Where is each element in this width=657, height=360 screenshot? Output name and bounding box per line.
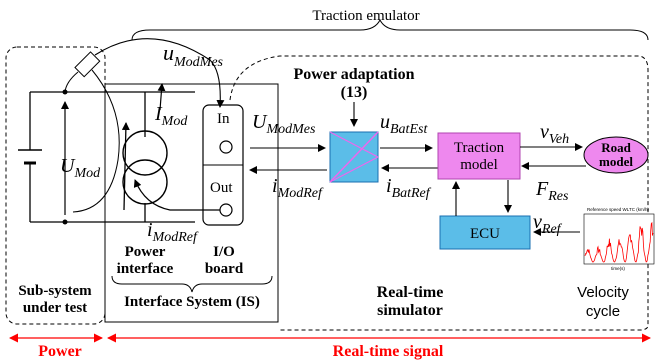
emulator-brace <box>131 18 649 41</box>
subsystem-label-1: Sub-system <box>18 283 92 299</box>
signal-domain-label: Real-time signal <box>333 343 444 360</box>
i-bat-ref-label: iBatRef <box>386 175 432 201</box>
voltage-probe <box>74 51 101 78</box>
real-time-simulator-label-1: Real-time <box>377 284 444 301</box>
ecu-block <box>439 215 531 250</box>
subsystem-label-2: under test <box>23 300 87 316</box>
io-board-label-1: I/O <box>213 244 235 260</box>
road-model-block <box>583 136 649 174</box>
velocity-trace <box>584 221 654 263</box>
output-control-wire <box>133 179 220 211</box>
current-source-lower <box>122 159 168 205</box>
interface-system-label: Interface System (IS) <box>124 294 260 310</box>
is-brace <box>111 275 273 293</box>
i-mod-ref-coil-label: iModRef <box>147 219 199 245</box>
i-mod-arrow <box>157 83 166 111</box>
probe-lead-left <box>64 71 79 93</box>
source-variable-arrow <box>121 122 130 211</box>
v-ref-label: vRef <box>533 211 563 237</box>
U-mod-label: UMod <box>60 155 101 181</box>
io-out-label: Out <box>210 180 233 196</box>
road-model-label-2: model <box>599 154 633 169</box>
probe-cable <box>94 38 225 108</box>
traction-model-block <box>437 132 521 180</box>
power-interface-label-1: Power <box>125 244 166 260</box>
u-bat-est-label: uBatEst <box>380 111 428 137</box>
thumbnail-title: Reference speed WLTC (km/h) <box>587 207 649 212</box>
velocity-cycle-thumbnail: Reference speed WLTC (km/h) time(s) <box>583 207 655 271</box>
v-veh-label: vVeh <box>540 121 569 147</box>
power-adaptation-label: Power adaptation <box>293 66 414 83</box>
io-board-label-2: board <box>205 261 244 277</box>
road-model-label-1: Road <box>601 140 631 155</box>
u-mod-mes-top-label: uModMes <box>163 40 224 70</box>
thumbnail-xlabel: time(s) <box>611 266 625 271</box>
F-res-label: FRes <box>535 178 569 204</box>
probe-lead-right <box>72 69 120 213</box>
traction-model-label-2: model <box>460 157 498 173</box>
ecu-label: ECU <box>470 226 500 242</box>
traction-model-label-1: Traction <box>454 140 505 156</box>
power-adaptation-ref: (13) <box>341 84 368 101</box>
power-adaptation-diagonal <box>329 131 379 183</box>
i-mod-ref-label: iModRef <box>272 175 324 201</box>
I-mod-label: IMod <box>154 103 188 129</box>
io-out-port <box>219 203 233 217</box>
current-source-upper <box>122 130 168 176</box>
traction-emulator-title: Traction emulator <box>312 8 419 24</box>
power-interface-label-2: interface <box>117 261 174 277</box>
interface-system-box <box>104 83 279 323</box>
velocity-cycle-label-1: Velocity <box>577 284 629 301</box>
power-domain-label: Power <box>38 343 82 360</box>
io-in-label: In <box>217 111 230 127</box>
real-time-simulator-box <box>229 55 649 331</box>
subsystem-box <box>5 46 106 325</box>
velocity-cycle-label-2: cycle <box>586 303 620 320</box>
io-in-port <box>219 140 233 154</box>
U-mod-mes-label: UModMes <box>252 111 316 137</box>
real-time-simulator-label-2: simulator <box>377 302 443 319</box>
